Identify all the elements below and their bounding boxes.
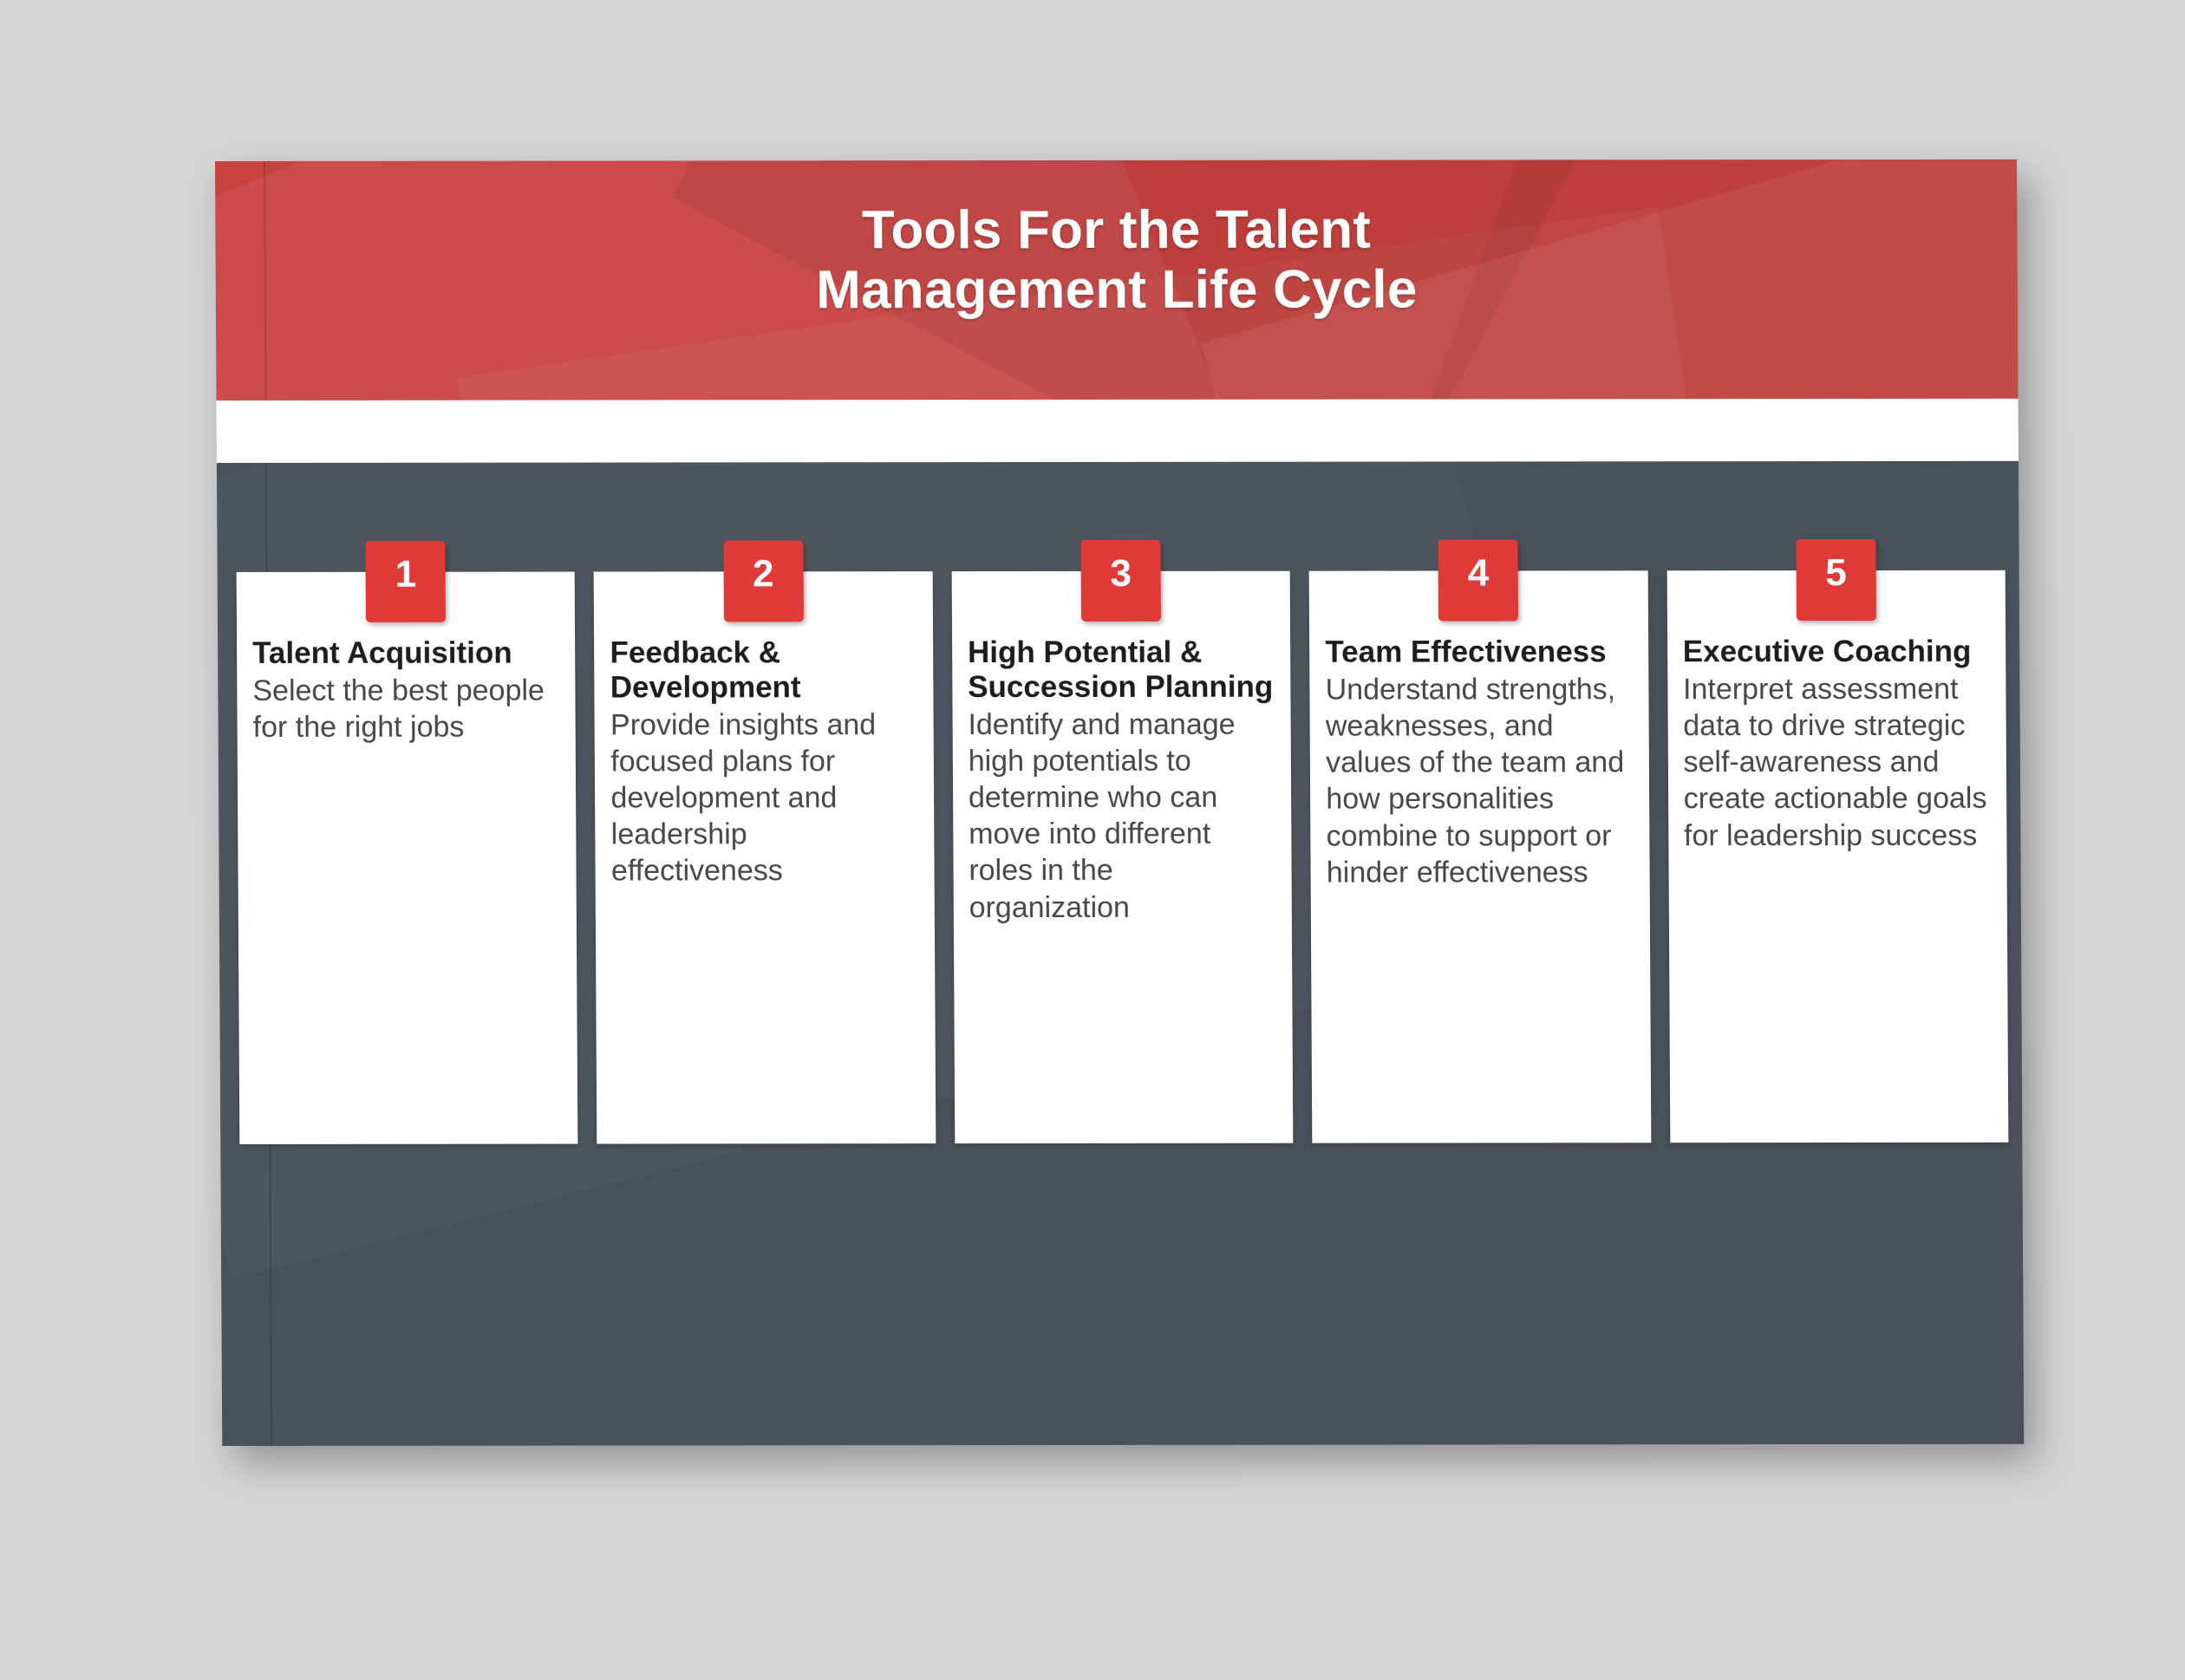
card-number-badge-4: 4: [1438, 539, 1519, 622]
slide-title: Tools For the Talent Management Life Cyc…: [815, 199, 1418, 321]
card-number-badge-1: 1: [365, 540, 447, 622]
card-executive-coaching[interactable]: 5 Executive Coaching Interpret assessmen…: [1666, 538, 2009, 1143]
slide-body: 1 Talent Acquisition Select the best peo…: [216, 460, 2025, 1446]
card-number-badge-2: 2: [723, 540, 804, 622]
card-description-5: Interpret assessment data to drive strat…: [1682, 672, 1987, 852]
card-title-3: High Potential & Succession Planning: [967, 635, 1274, 704]
card-team-effectiveness[interactable]: 4 Team Effectiveness Understand strength…: [1308, 539, 1651, 1143]
card-number-badge-5: 5: [1796, 538, 1876, 622]
slide-separator-strip: [216, 398, 2019, 463]
card-description-2: Provide insights and focused plans for d…: [610, 707, 877, 888]
card-description-1: Select the best people for the right job…: [252, 674, 545, 744]
card-title-4: Team Effectiveness: [1325, 635, 1607, 669]
card-row: 1 Talent Acquisition Select the best peo…: [236, 538, 2009, 1144]
card-feedback-development[interactable]: 2 Feedback & Development Provide insight…: [594, 540, 936, 1144]
card-high-potential-succession-planning[interactable]: 3 High Potential & Succession Planning I…: [951, 539, 1294, 1144]
card-title-1: Talent Acquisition: [252, 635, 512, 670]
card-description-3: Identify and manage high potentials to d…: [968, 707, 1236, 924]
card-talent-acquisition[interactable]: 1 Talent Acquisition Select the best peo…: [236, 540, 578, 1144]
card-title-2: Feedback & Development: [610, 635, 801, 705]
card-content-3: High Potential & Succession Planning Ide…: [951, 571, 1292, 940]
presentation-slide: Tools For the Talent Management Life Cyc…: [215, 159, 2025, 1446]
card-title-5: Executive Coaching: [1682, 634, 1972, 669]
card-number-badge-3: 3: [1080, 539, 1161, 622]
card-description-4: Understand strengths, weaknesses, and va…: [1325, 673, 1625, 889]
slide-title-band: Tools For the Talent Management Life Cyc…: [215, 159, 2019, 400]
